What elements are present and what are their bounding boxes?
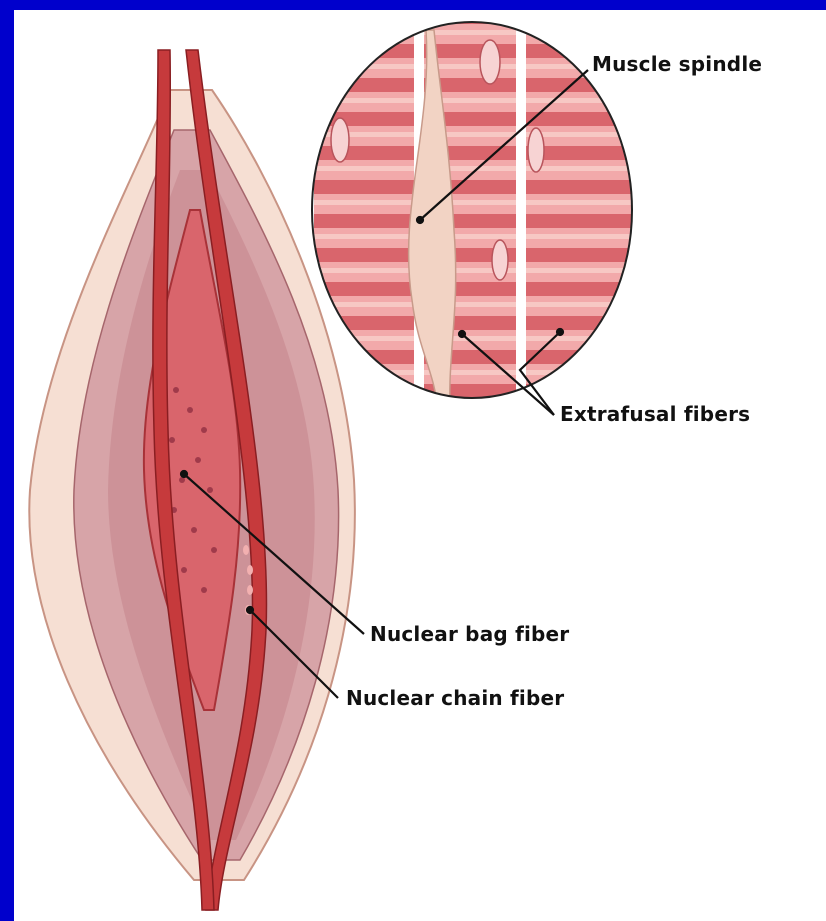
diagram-frame: Muscle spindle Extrafusal fibers Nuclear… (14, 10, 826, 921)
nucleus (480, 40, 500, 84)
label-muscle-spindle: Muscle spindle (592, 52, 762, 76)
label-nuclear-bag-fiber: Nuclear bag fiber (370, 622, 569, 646)
label-nuclear-chain-fiber: Nuclear chain fiber (346, 686, 564, 710)
nucleus (528, 128, 544, 172)
muscle-spindle-diagram (14, 10, 826, 921)
nucleus (331, 118, 349, 162)
label-extrafusal-fibers: Extrafusal fibers (560, 402, 750, 426)
nucleus (492, 240, 508, 280)
